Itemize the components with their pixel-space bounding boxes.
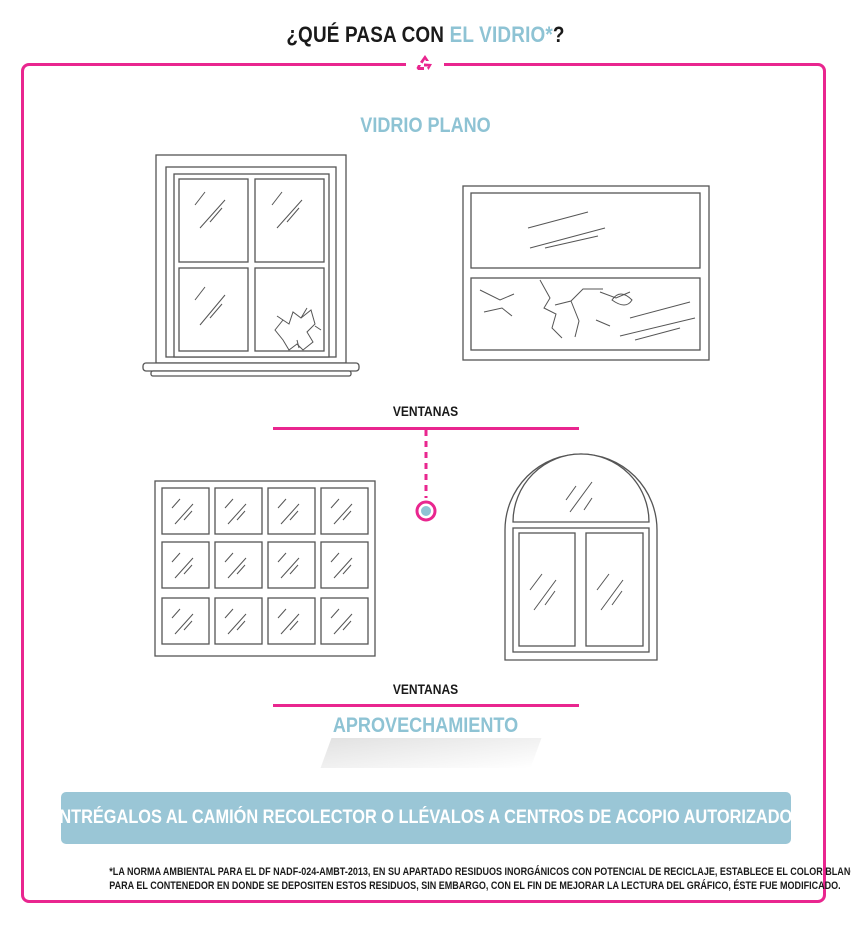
recycle-icon (406, 50, 444, 76)
instruction-banner: ENTRÉGALOS AL CAMIÓN RECOLECTOR O LLÉVAL… (49, 792, 803, 844)
divider-top (273, 427, 579, 430)
window-icon (462, 185, 710, 361)
title-suffix: ? (552, 22, 565, 47)
title-accent: EL VIDRIO* (449, 22, 553, 47)
banner-text: ENTRÉGALOS AL CAMIÓN RECOLECTOR O LLÉVAL… (48, 807, 804, 828)
label-ventanas-top: VENTANAS (392, 403, 459, 419)
section-title: VIDRIO PLANO (360, 114, 491, 137)
window-icon (504, 453, 658, 661)
page-title: ¿QUÉ PASA CON EL VIDRIO*? (60, 22, 792, 48)
title-prefix: ¿QUÉ PASA CON (286, 22, 450, 47)
label-ventanas-bottom: VENTANAS (392, 681, 459, 697)
divider-bottom (273, 704, 579, 707)
footnote: *LA NORMA AMBIENTAL PARA EL DF NADF-024-… (40, 865, 851, 893)
connector-line (415, 430, 437, 522)
footnote-line-2: PARA EL CONTENEDOR EN DONDE SE DEPOSITEN… (109, 880, 841, 892)
subtitle-aprovechamiento: APROVECHAMIENTO (332, 714, 519, 737)
window-icon (154, 480, 376, 657)
subtitle-shadow (320, 738, 542, 768)
footnote-line-1: *LA NORMA AMBIENTAL PARA EL DF NADF-024-… (109, 866, 851, 878)
window-icon (142, 154, 360, 377)
